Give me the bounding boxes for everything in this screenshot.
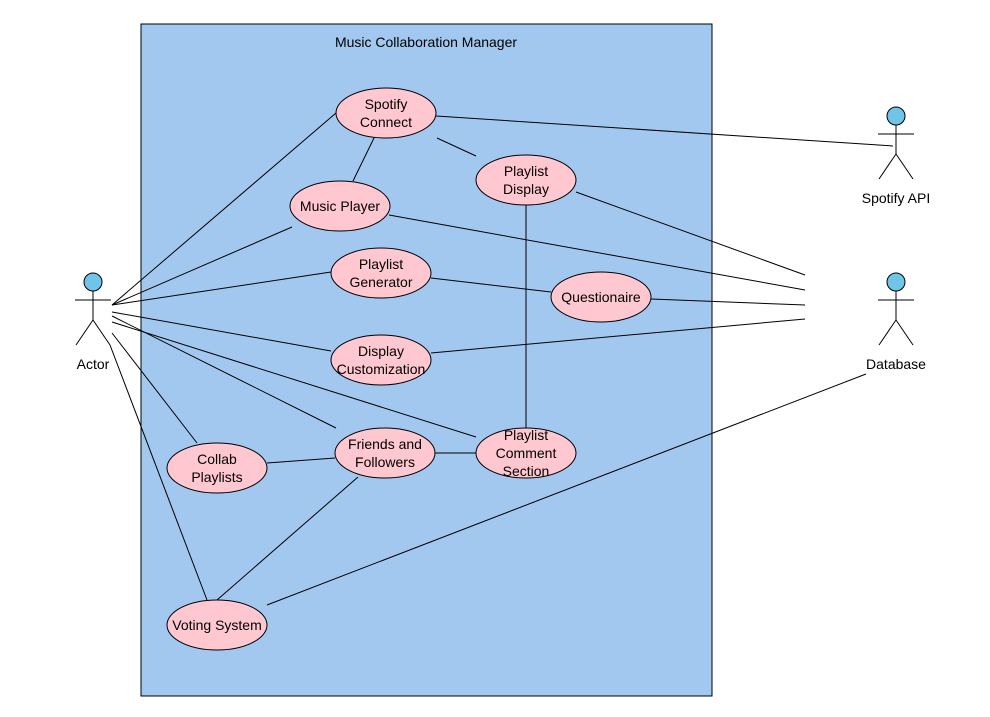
actor-head [886, 106, 906, 126]
use-case-label: Generator [349, 274, 412, 290]
system-title: Music Collaboration Manager [335, 34, 517, 50]
association-friends_followers-voting_system [216, 476, 359, 601]
association-playlist_generator-questionaire [430, 277, 552, 293]
use-case-label: Playlist [359, 256, 403, 272]
use-case-label: Customization [337, 361, 426, 377]
actor-actor: Actor [75, 272, 111, 372]
actor-label: Spotify API [862, 190, 930, 206]
use-case-label: Playlist [504, 427, 548, 443]
association-playlist_display-database [575, 191, 806, 276]
association-lines [109, 112, 894, 606]
association-display_customization-database [430, 318, 806, 354]
association-actor-spotify_connect [111, 112, 337, 306]
association-actor-friends_followers [111, 315, 337, 429]
association-questionaire-database [650, 298, 806, 306]
use-case-label: Display [358, 343, 404, 359]
use-case-ellipse [334, 427, 436, 479]
use-case-music-player: Music Player [289, 180, 391, 232]
use-case-label: Playlists [191, 469, 242, 485]
association-actor-voting_system [109, 344, 208, 601]
use-case-ellipse [475, 154, 577, 206]
association-collab_playlists-friends_followers [266, 457, 336, 464]
use-case-ellipse [166, 599, 268, 651]
association-spotify_connect-music_player [352, 137, 375, 182]
use-case-label: Questionaire [561, 289, 641, 305]
actor-right-leg [895, 153, 914, 180]
actor-label: Database [866, 356, 926, 372]
use-case-label: Section [503, 463, 550, 479]
use-case-ellipse [335, 87, 437, 139]
actor-left-leg [878, 153, 897, 180]
use-case-label: Friends and [348, 436, 422, 452]
association-music_player-database [388, 214, 806, 291]
use-case-label: Voting System [172, 617, 262, 633]
use-case-ellipse [475, 427, 577, 479]
use-case-label: Playlist [504, 163, 548, 179]
use-case-voting-system: Voting System [166, 599, 268, 651]
use-case-ellipse [289, 180, 391, 232]
actor-head [83, 272, 103, 292]
actor-right-leg [895, 319, 914, 346]
use-case-label: Collab [197, 451, 237, 467]
use-case-label: Display [503, 181, 549, 197]
association-actor-collab_playlists [111, 332, 198, 444]
actor-head [886, 272, 906, 292]
actor-spotify-api: Spotify API [862, 106, 930, 206]
use-case-ellipse [550, 271, 652, 323]
use-case-label: Comment [496, 445, 557, 461]
use-case-label: Music Player [300, 198, 380, 214]
use-case-ellipse [330, 247, 432, 299]
actor-right-leg [92, 319, 111, 346]
use-case-label: Connect [360, 114, 412, 130]
association-actor-playlist_comment_section [111, 321, 477, 438]
use-case-label: Spotify [365, 96, 408, 112]
association-spotify_connect-spotify_api [435, 115, 894, 147]
use-case-questionaire: Questionaire [550, 271, 652, 323]
association-voting_system-database [266, 373, 867, 606]
actors: Actor Spotify API Database [75, 106, 930, 372]
association-actor-display_customization [111, 311, 332, 352]
actor-database: Database [866, 272, 926, 372]
association-spotify_connect-playlist_display [436, 137, 477, 157]
use-case-label: Followers [355, 454, 415, 470]
association-actor-music_player [111, 226, 293, 306]
use-case-ellipse [166, 442, 268, 494]
use-case-ellipse [330, 334, 432, 386]
actor-label: Actor [77, 356, 110, 372]
association-actor-playlist_generator [111, 271, 332, 306]
actor-left-leg [75, 319, 94, 346]
actor-left-leg [878, 319, 897, 346]
